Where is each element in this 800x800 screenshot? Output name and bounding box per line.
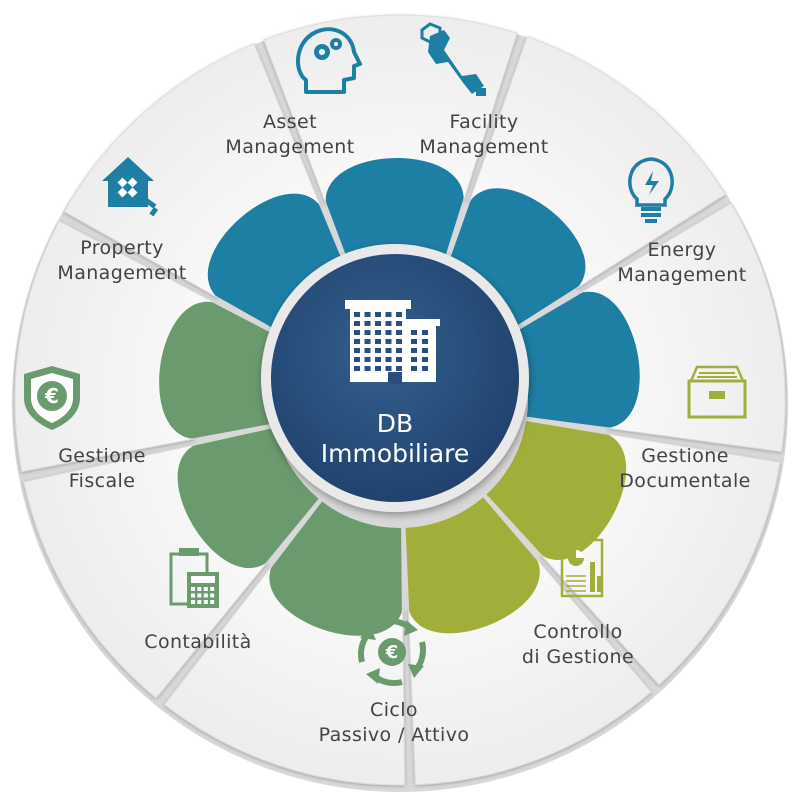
lobe-contabilita — [177, 427, 319, 569]
file-drawer-icon — [687, 365, 747, 419]
euro-cycle-icon: € — [357, 617, 427, 687]
icons-layer: €€ — [24, 22, 747, 687]
segment-label-line: Controllo — [533, 621, 622, 643]
hub[interactable]: DB Immobiliare — [261, 244, 529, 512]
segment-label-line: Gestione — [58, 445, 146, 467]
house-key-icon — [102, 157, 159, 217]
segment-label-line: Ciclo — [370, 699, 418, 721]
segment-label-line: Management — [617, 264, 746, 286]
head-gears-icon — [295, 27, 362, 94]
segment-label-line: Documentale — [619, 470, 750, 492]
segment-label-line: di Gestione — [522, 646, 634, 668]
svg-text:€: € — [385, 642, 399, 663]
euro-shield-icon: € — [24, 366, 80, 430]
report-chart-icon — [560, 538, 604, 598]
wrench-bolt-icon — [420, 22, 486, 96]
segment-label-line: Facility — [449, 111, 518, 133]
lobe-energy-management — [510, 291, 640, 428]
hub-title-line2: Immobiliare — [321, 439, 470, 468]
lobe-gestione-fiscale — [159, 301, 287, 439]
segment-label-contabilita: Contabilità — [144, 631, 251, 653]
segment-label-line: Management — [57, 262, 186, 284]
lightbulb-icon — [628, 157, 674, 223]
segment-label-line: Fiscale — [69, 470, 136, 492]
office-building-icon — [345, 300, 440, 384]
segment-label-line: Passivo / Attivo — [319, 724, 470, 746]
segment-label-line: Energy — [648, 239, 717, 261]
segment-label-controllo-di-gestione: Controllo di Gestione — [522, 621, 634, 668]
segment-label-line: Management — [225, 136, 354, 158]
segment-label-line: Management — [419, 136, 548, 158]
svg-text:€: € — [44, 384, 59, 408]
lobe-controllo-di-gestione — [405, 497, 540, 634]
hub-title-line1: DB — [377, 409, 413, 438]
segment-label-line: Property — [80, 237, 164, 259]
lobe-gestione-documentale — [486, 421, 627, 560]
segment-label-line: Contabilità — [144, 631, 251, 653]
segment-label-line: Asset — [263, 111, 317, 133]
segment-label-line: Gestione — [641, 445, 729, 467]
lobe-ciclo-passivo-attivo — [269, 501, 402, 636]
calculator-clipboard-icon — [169, 548, 219, 608]
